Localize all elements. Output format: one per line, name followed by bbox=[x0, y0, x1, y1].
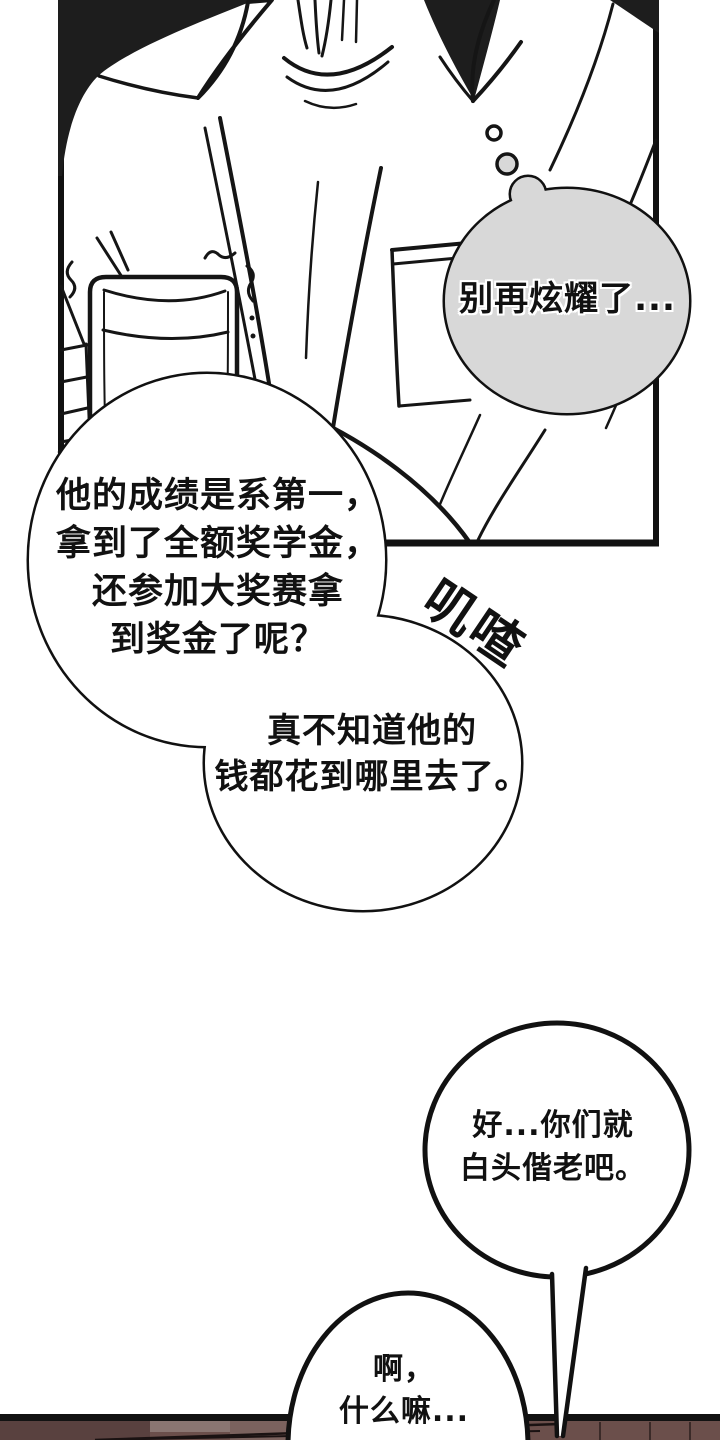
gossip-bubble-text-b: 真不知道他的 钱都花到哪里去了。 bbox=[212, 708, 532, 800]
shout-line: 别再炫耀了... bbox=[459, 279, 676, 319]
reply-line: 啊， bbox=[373, 1352, 435, 1387]
gossip-a-line: 到奖金了呢？ bbox=[109, 620, 326, 660]
speech-bubble-reply bbox=[285, 1290, 531, 1440]
tremble-marks bbox=[65, 250, 256, 339]
panel-background bbox=[58, 0, 659, 176]
speech-bubble-blessing bbox=[422, 1020, 692, 1439]
gossip-bubble-text-a: 他的成绩是系第一， 拿到了全额奖学金， 还参加大奖赛拿 到奖金了呢？ bbox=[37, 472, 399, 664]
gossip-b-line: 真不知道他的 bbox=[267, 711, 477, 751]
speech-bubble-gossip bbox=[26, 371, 524, 913]
speech-bubble-shout bbox=[442, 174, 692, 416]
gossip-a-line: 他的成绩是系第一， bbox=[55, 476, 380, 516]
reply-bubble-text: 啊， 什么嘛... bbox=[284, 1349, 524, 1433]
gossip-a-line: 还参加大奖赛拿 bbox=[91, 572, 344, 612]
reply-line: 什么嘛... bbox=[338, 1394, 470, 1429]
gossip-a-line: 拿到了全额奖学金， bbox=[55, 524, 380, 564]
blessing-line: 白头偕老吧。 bbox=[460, 1151, 646, 1186]
shirt-button bbox=[485, 124, 503, 142]
blessing-bubble-text: 好...你们就 白头偕老吧。 bbox=[417, 1104, 689, 1190]
blessing-line: 好...你们就 bbox=[472, 1108, 634, 1143]
gossip-b-line: 钱都花到哪里去了。 bbox=[214, 757, 530, 797]
shirt-button bbox=[495, 152, 519, 176]
shout-bubble-text: 别再炫耀了... bbox=[445, 281, 690, 317]
